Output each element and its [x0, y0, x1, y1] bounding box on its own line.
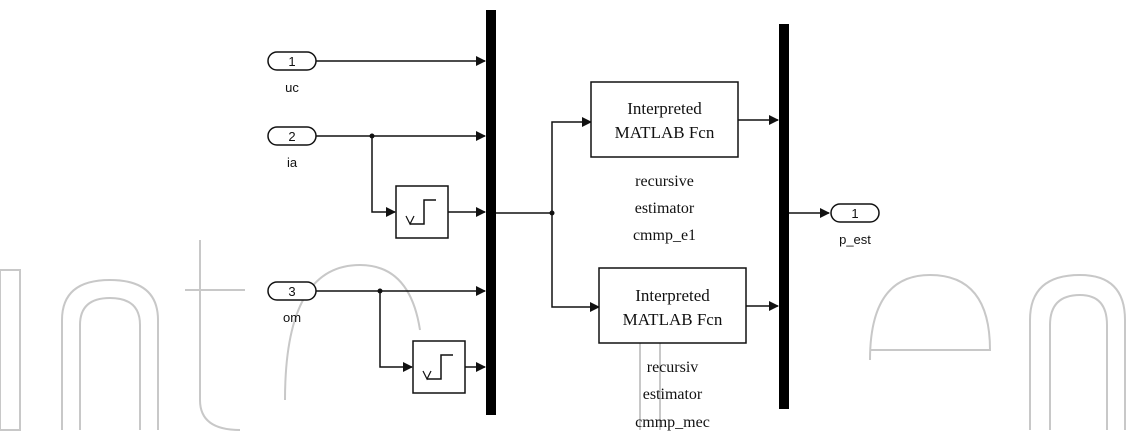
fcn1-caption-line2: estimator [635, 200, 695, 217]
inport-2-group[interactable]: 2 ia [267, 126, 317, 170]
signal-to-fcn2 [551, 213, 600, 312]
step-icon [410, 199, 436, 225]
outport-1-number: 1 [851, 206, 858, 221]
branch-point-mux [549, 210, 555, 216]
watermark-logo [0, 240, 1126, 431]
inport-3-group[interactable]: 3 om [267, 281, 317, 325]
demux-bar[interactable] [779, 24, 789, 409]
fcn1-text-line1: Interpreted [627, 99, 702, 118]
outport-1-label: p_est [839, 232, 871, 247]
outport-1-group[interactable]: 1 p_est [830, 203, 880, 247]
branch-point-ia [369, 133, 375, 139]
matlab-fcn-block-2[interactable]: Interpreted MATLAB Fcn [598, 267, 747, 344]
inport-2-number: 2 [288, 129, 295, 144]
inport-2-label: ia [287, 155, 298, 170]
step-icon [427, 354, 453, 380]
signal-lines [316, 56, 830, 372]
fcn2-caption-line3: cmmp_mec [635, 414, 710, 431]
fcn2-text-line2: MATLAB Fcn [623, 310, 723, 329]
fcn2-caption-line1: recursiv [647, 359, 699, 376]
inport-3-number: 3 [288, 284, 295, 299]
fcn1-caption-line3: cmmp_e1 [633, 227, 696, 244]
signal-ia-branch [371, 136, 396, 217]
fcn2-text-line1: Interpreted [635, 286, 710, 305]
matlab-fcn-block-1[interactable]: Interpreted MATLAB Fcn [590, 81, 739, 158]
signal-to-fcn1 [551, 117, 592, 213]
fcn1-caption-line1: recursive [635, 173, 694, 190]
memory-block-om[interactable] [412, 340, 466, 394]
signal-om-branch [379, 291, 413, 372]
inport-1-label: uc [285, 80, 299, 95]
inport-1-group[interactable]: 1 uc [267, 51, 317, 95]
outport-1[interactable] [830, 203, 880, 223]
inport-3-label: om [283, 310, 301, 325]
fcn2-caption-line2: estimator [643, 386, 703, 403]
inport-1-number: 1 [288, 54, 295, 69]
mux-bar[interactable] [486, 10, 496, 415]
fcn1-text-line2: MATLAB Fcn [615, 123, 715, 142]
branch-point-om [377, 288, 383, 294]
memory-block-ia[interactable] [395, 185, 449, 239]
